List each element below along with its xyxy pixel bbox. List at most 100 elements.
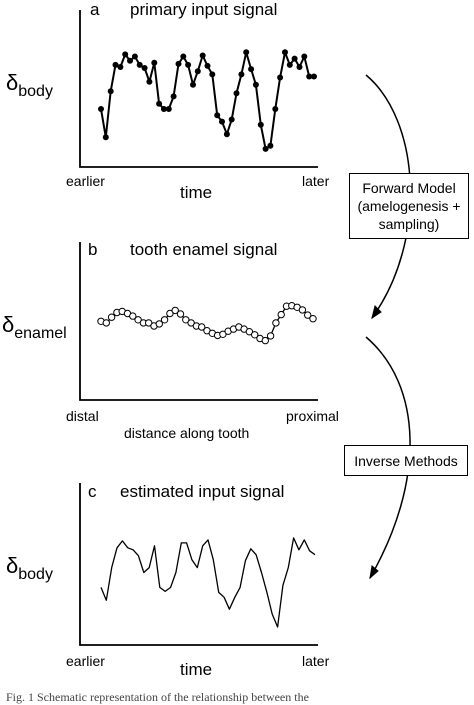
panel-c-ylabel-symbol: δ [6, 553, 19, 578]
panel-a-data-point [112, 61, 119, 68]
panel-b-data-point [219, 330, 227, 338]
panel-a-data-point [238, 71, 245, 78]
panel-a-data-point [194, 68, 201, 75]
panel-c-xlabel: time [180, 660, 213, 679]
panel-b-data-point [261, 336, 269, 345]
panel-a-data-point [175, 60, 182, 67]
panel-c-series-line [100, 537, 316, 628]
panel-a-data-point [98, 106, 104, 112]
panel-b-data-point [160, 316, 169, 324]
panel-b-data-point [277, 310, 285, 319]
panel-b-data-point [107, 313, 116, 321]
panel-b-data-point [298, 306, 307, 314]
panel-c-x-left: earlier [66, 653, 105, 669]
panel-b-ylabel-sub: enamel [14, 325, 67, 342]
inverse-methods-label: Inverse Methods [354, 452, 458, 469]
inverse-methods-box: Inverse Methods [344, 445, 468, 476]
panel-a-xlabel: time [180, 183, 213, 202]
panel-b-data-point [176, 310, 185, 318]
panel-c-x-right: later [302, 653, 330, 669]
panel-c-title: estimated input signal [120, 482, 285, 501]
panel-a-data-point [122, 51, 129, 58]
panel-a-data-point [131, 53, 138, 60]
panel-b-data-point [251, 331, 259, 339]
panel-a-data-point [165, 106, 172, 112]
panel-a-data-point [107, 88, 114, 95]
panel-a-data-point [301, 53, 308, 60]
panel-b-ylabel: δenamel [2, 312, 67, 342]
panel-a-data-point [199, 52, 206, 59]
panel-a-data-point [306, 73, 313, 80]
panel-a-data-point [127, 57, 133, 64]
panel-a-data-point [180, 53, 187, 60]
panel-c-ylabel: δbody [6, 553, 53, 583]
panel-a-data-point [160, 106, 167, 112]
panel-a-data-point [277, 74, 284, 81]
panel-a-data-point [296, 64, 303, 70]
forward-model-line-2: (amelogenesis + [357, 198, 461, 214]
panel-a-data-point [209, 71, 216, 78]
panel-a-data-point [223, 131, 230, 138]
panel-b-title: tooth enamel signal [130, 240, 278, 259]
panel-a-axes [79, 10, 318, 168]
forward-model-line-3: sampling) [378, 216, 440, 232]
panel-b-data-point [134, 316, 142, 324]
panel-a-data-point [267, 142, 274, 149]
figure-caption: Fig. 1 Schematic representation of the r… [6, 690, 309, 704]
forward-model-line-1: Forward Model [362, 180, 456, 196]
panel-b-x-right: proximal [286, 408, 339, 424]
panel-a-data-point [257, 121, 264, 128]
panel-a-letter: a [90, 0, 100, 19]
panel-a-ylabel: δbody [6, 70, 53, 100]
panel-b-data-point [171, 306, 179, 315]
panel-b-letter: b [88, 240, 98, 259]
panel-c-ylabel-sub: body [18, 566, 53, 583]
panel-a-x-right: later [302, 173, 330, 189]
panel-c-series [100, 537, 316, 628]
panel-a-data-point [156, 100, 163, 107]
panel-a-data-point [219, 118, 225, 125]
panel-a-data-point [146, 78, 153, 85]
panel-c-axes [79, 483, 318, 646]
panel-a-title: primary input signal [130, 0, 278, 19]
panel-a-data-point [248, 66, 255, 73]
panel-a-ylabel-symbol: δ [6, 70, 19, 95]
panel-b-x-left: distal [66, 408, 99, 424]
panel-c-letter: c [88, 482, 97, 501]
panel-b-data-point [266, 332, 275, 340]
panel-b-data-point [309, 315, 317, 323]
panel-b-ylabel-symbol: δ [2, 312, 15, 337]
inverse-methods-arrow [365, 336, 411, 580]
panel-a-data-point [170, 93, 177, 100]
panel-a-data-point [243, 49, 250, 56]
panel-a-data-point [311, 73, 317, 80]
panel-b-series [97, 302, 317, 345]
panel-a-data-point [282, 49, 288, 56]
panel-a-data-point [262, 145, 269, 152]
panel-a-data-point [204, 62, 211, 69]
panel-a-data-point [291, 55, 298, 62]
panel-b-xlabel: distance along tooth [124, 425, 250, 441]
panel-a-data-point [286, 61, 293, 68]
panel-b-data-point [155, 320, 164, 328]
panel-b-data-point [102, 319, 111, 327]
panel-a-data-point [252, 81, 259, 88]
panel-a-x-left: earlier [66, 173, 105, 189]
panel-a-data-point [272, 106, 279, 112]
panel-b-data-point [145, 319, 153, 327]
panel-b-data-point [272, 319, 280, 327]
panel-a-data-point [233, 90, 240, 97]
panel-a-data-point [228, 116, 235, 123]
panel-b-data-point [198, 323, 206, 331]
panel-b-axes [79, 242, 318, 401]
panel-a-ylabel-sub: body [18, 83, 53, 100]
panel-a-data-point [185, 61, 192, 68]
panel-b-data-point [182, 316, 190, 324]
panel-b-data-point [187, 319, 195, 327]
panel-b-data-point [245, 328, 254, 336]
panel-a-data-point [141, 65, 148, 71]
panel-b-data-point [129, 312, 137, 320]
panel-b-data-point [304, 311, 312, 319]
panel-b-data-point [166, 309, 174, 318]
